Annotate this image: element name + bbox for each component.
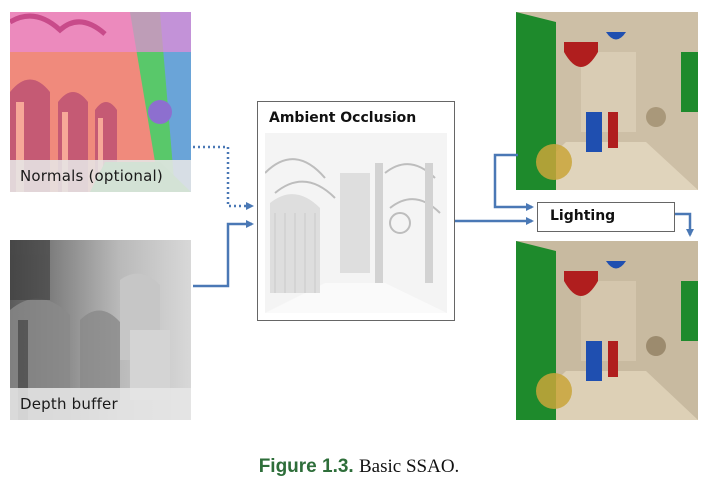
normals-label: Normals (optional) (10, 160, 191, 192)
figure-number: Figure 1.3. (258, 456, 354, 477)
normals-to-ao-arrow (193, 145, 254, 210)
lit-scene-image-bottom (516, 241, 698, 420)
scene-to-lighting-arrow (493, 153, 534, 211)
depth-to-ao-arrow (193, 220, 254, 288)
ambient-occlusion-image (265, 133, 447, 313)
lit-scene-image-top (516, 12, 698, 190)
lighting-to-output-arrow (675, 212, 694, 237)
ambient-occlusion-title: Ambient Occlusion (269, 110, 417, 126)
depth-buffer-label: Depth buffer (10, 388, 191, 420)
depth-buffer-image: Depth buffer (10, 240, 191, 420)
figure-caption: Figure 1.3. Basic SSAO. (0, 456, 718, 478)
caption-text: Basic SSAO. (359, 456, 460, 477)
lighting-box: Lighting (537, 202, 675, 232)
ambient-occlusion-box: Ambient Occlusion (257, 101, 455, 321)
lighting-label: Lighting (550, 208, 616, 224)
normals-image: Normals (optional) (10, 12, 191, 192)
